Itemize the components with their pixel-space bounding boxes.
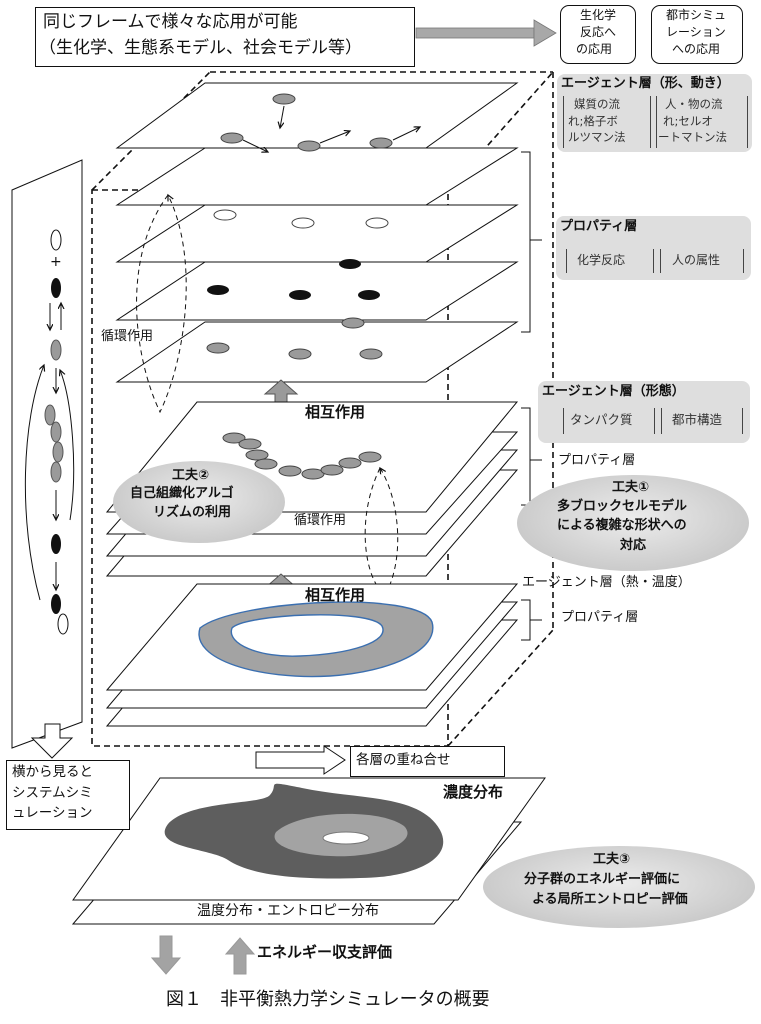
temperature-label: 温度分布・エントロピー分布 [197,903,379,919]
agent-layer-1-left-line-2: れ;格子ボ [568,114,618,128]
agent-layer-1-panel [557,74,752,152]
agent-layer-2-title: エージェント層（形態） [542,384,685,399]
application-box-urban-line-1: 都市シミュ [666,8,727,22]
ingenuity-oval-3-line-3: よる局所エントロピー評価 [532,892,688,907]
agent-layer-1-title: エージェント層（形、動き） [561,76,730,91]
ingenuity-oval-2 [113,461,285,543]
agent-layer-1-left-line-1: 媒質の流 [574,97,620,111]
property-layer-2-label: プロパティ層 [558,453,636,468]
ingenuity-oval-2-line-1: 工夫② [172,468,210,483]
agent-layer-1-right-line-3: ートマトン法 [658,130,727,144]
agent-layer-1-right-line-1: 人・物の流 [665,97,723,111]
property-layer-1-right-bracket [660,249,744,273]
application-box-biochem-line-2: 反応へ [580,25,617,39]
property-layer-1-right: 人の属性 [672,253,721,267]
ingenuity-oval-3-line-2: 分子群のエネルギー評価に [524,872,681,887]
figure-caption: 図１ 非平衡熱力学シミュレータの概要 [166,989,490,1010]
application-box-urban-line-2: レーション [666,25,726,39]
agent-layer-2-right: 都市構造 [672,412,723,427]
ingenuity-oval-2-line-3: リズムの利用 [153,505,232,520]
protein-chain [222,432,382,480]
concentration-blob-inner [322,831,370,845]
ingenuity-oval-2-line-2: 自己組織化アルゴ [130,486,234,501]
side-view-line-3: ュレーション [12,805,93,821]
top-box-line-1: 同じフレームで様々な応用が可能 [43,12,298,32]
bracket-a [521,151,542,333]
top-layer-agents [220,93,420,152]
top-box-line-2: （生化学、生態系モデル、社会モデル等） [39,38,362,58]
temperature-ring [198,601,434,678]
ingenuity-oval-3 [483,846,755,928]
side-view-box [6,760,130,830]
side-panel-sequence [24,229,75,635]
property-layer-1-left: 化学反応 [577,253,626,267]
interaction-label-2: 相互作用 [305,586,366,604]
application-box-biochem-line-1: 生化学 [580,8,617,22]
side-panel [11,159,83,749]
agent-layer-2-left-bracket [563,408,655,434]
overlay-arrow [255,745,346,775]
agent-layer-1-right-line-2: れ;セルオ [663,114,713,128]
application-box-biochem [560,5,636,64]
property-layer-3-label: プロパティ層 [561,610,639,625]
circulation-loop-2 [364,468,399,596]
ingenuity-oval-1-line-1: 工夫① [612,480,650,495]
property-layer-1-left-bracket [566,249,654,273]
side-panel-plus: + [50,254,62,270]
side-view-line-2: システムシミ [12,785,93,801]
bracket-c [521,599,542,641]
circulation-label-1: 循環作用 [101,329,154,344]
ingenuity-oval-1-line-3: による複雑な形状への [557,518,687,533]
circulation-loop-1 [136,195,187,414]
property-layer-ovals [206,209,389,360]
concentration-label: 濃度分布 [443,783,504,801]
application-box-biochem-line-3: の応用 [576,42,613,56]
agent-layer-3-label: エージェント層（熱・温度） [522,575,691,590]
agent-layer-1-right-bracket [656,96,748,148]
energy-arrows [150,935,256,975]
top-gray-arrow [415,19,557,47]
application-box-urban-line-3: への応用 [672,42,721,56]
overlay-box [350,746,505,777]
top-box [35,7,415,67]
agent-layer-1-left-bracket [563,96,651,148]
agent-layer-2-panel [538,381,750,443]
property-layer-1-title: プロパティ層 [560,219,638,234]
interaction-label-1: 相互作用 [305,403,366,421]
layers-group-a [115,82,519,383]
agent-layer-2-right-bracket [661,408,743,434]
energy-label: エネルギー収支評価 [257,943,393,961]
ingenuity-oval-1-line-4: 対応 [620,538,647,553]
agent-layer-2-left: タンパク質 [570,412,633,427]
ingenuity-oval-1 [517,475,749,571]
circulation-label-2: 循環作用 [294,513,347,528]
ingenuity-oval-1-line-2: 多ブロックセルモデル [557,499,688,514]
application-box-urban [651,5,743,64]
ingenuity-oval-3-line-1: 工夫③ [593,852,631,867]
overlay-label: 各層の重ね合せ [356,752,451,768]
side-down-arrow [30,723,74,759]
agent-layer-1-left-line-3: ルツマン法 [568,130,626,144]
side-view-line-1: 横から見ると [12,764,93,780]
